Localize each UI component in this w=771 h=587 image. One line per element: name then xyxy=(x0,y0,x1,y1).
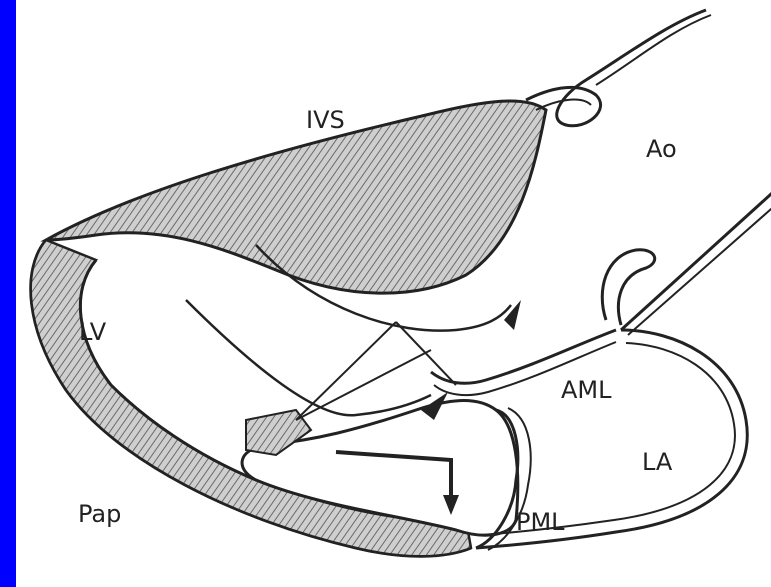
aortic-wall-upper-inner xyxy=(536,15,711,110)
label-ivs: IVS xyxy=(306,106,345,134)
label-aml: AML xyxy=(561,376,612,404)
label-ao: Ao xyxy=(646,135,677,163)
label-la: LA xyxy=(642,448,673,476)
ivs-septum xyxy=(46,101,546,293)
chordae-line-1 xyxy=(296,322,396,420)
flow-line-middle xyxy=(186,300,431,415)
label-pml: PML xyxy=(516,508,565,536)
catheter xyxy=(621,185,771,330)
diagram-figure: IVS Ao LV AML LA Pap PML xyxy=(16,0,771,587)
chordae-line-2 xyxy=(296,350,431,420)
aortic-wall-upper xyxy=(526,10,706,126)
la-wall-inner xyxy=(481,343,735,535)
label-lv: LV xyxy=(79,318,107,346)
aortic-leaflet xyxy=(602,250,654,325)
heart-diagram: IVS Ao LV AML LA Pap PML xyxy=(16,0,771,587)
label-pap: Pap xyxy=(78,500,121,528)
flow-arrowhead-upper xyxy=(504,300,521,330)
